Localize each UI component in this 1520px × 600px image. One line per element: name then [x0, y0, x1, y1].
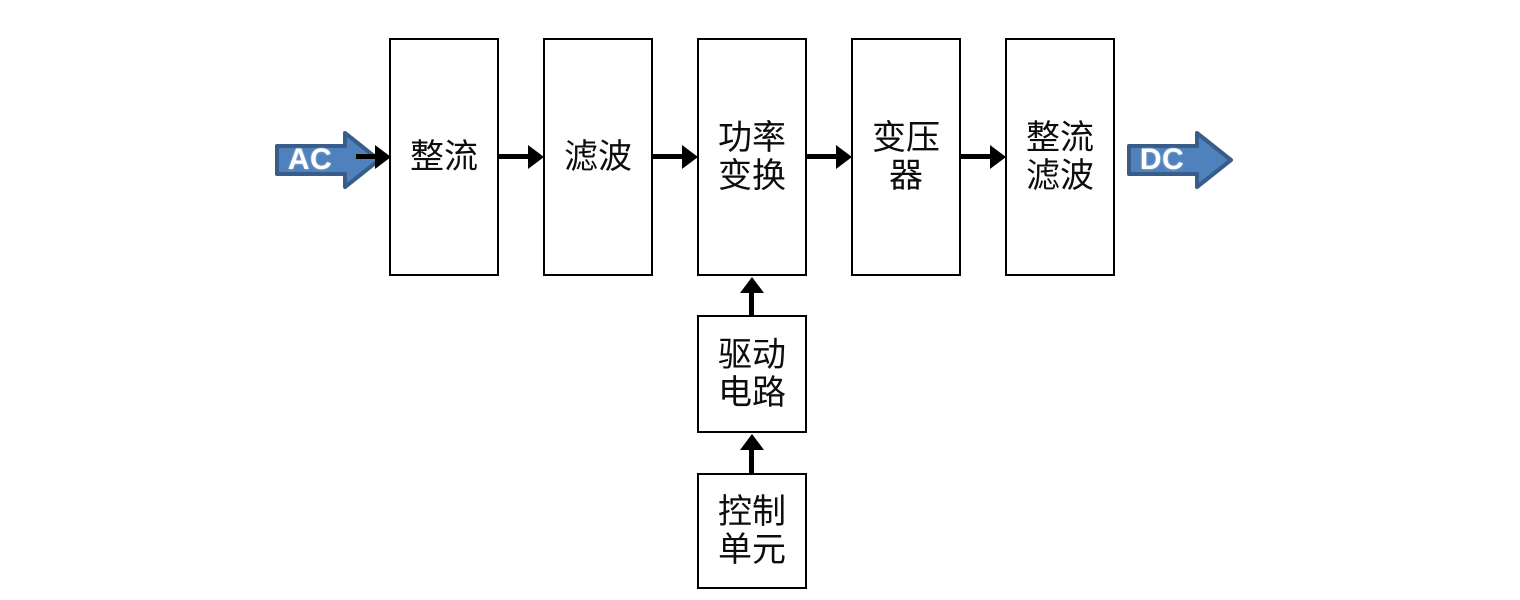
block-rectifier[interactable]: 整流	[389, 38, 499, 276]
block-transformer-label: 变压 器	[872, 117, 940, 196]
connector-shaft	[961, 154, 992, 159]
block-filter-label: 滤波	[564, 136, 632, 177]
connector-control-to-drive	[740, 434, 764, 473]
block-output-rectifier-filter-label: 整流 滤波	[1026, 117, 1094, 196]
connector-shaft	[653, 154, 684, 159]
connector-arrowhead	[990, 145, 1006, 169]
connector-shaft	[749, 448, 754, 473]
block-control-unit[interactable]: 控制 单元	[697, 473, 807, 589]
block-output-rectifier-filter[interactable]: 整流 滤波	[1005, 38, 1115, 276]
connector-shaft	[749, 291, 754, 316]
block-drive-circuit-label: 驱动 电路	[718, 334, 786, 413]
connector-arrowhead	[682, 145, 698, 169]
block-drive-circuit[interactable]: 驱动 电路	[697, 315, 807, 433]
ac-input-arrow-label: AC	[287, 143, 333, 176]
connector-arrowhead	[740, 434, 764, 450]
connector-arrowhead	[740, 277, 764, 293]
connector-transformer-to-output	[961, 145, 1006, 169]
block-power-conversion[interactable]: 功率 变换	[697, 38, 807, 276]
block-control-unit-label: 控制 单元	[718, 491, 786, 570]
connector-shaft	[499, 154, 530, 159]
connector-rectifier-to-filter	[499, 145, 544, 169]
connector-filter-to-power	[653, 145, 698, 169]
dc-output-arrow-label-wrap: DC	[1127, 130, 1197, 190]
block-power-conversion-label: 功率 变换	[718, 117, 786, 196]
block-filter[interactable]: 滤波	[543, 38, 653, 276]
dc-output-arrow[interactable]: DC	[1127, 130, 1233, 190]
ac-input-arrow-label-wrap: AC	[275, 130, 345, 190]
block-rectifier-label: 整流	[410, 136, 478, 177]
dc-output-arrow-label: DC	[1139, 143, 1185, 176]
connector-drive-to-power	[740, 277, 764, 316]
ac-input-arrow[interactable]: AC	[275, 130, 381, 190]
connector-shaft	[807, 154, 838, 159]
connector-power-to-transformer	[807, 145, 852, 169]
connector-arrowhead	[528, 145, 544, 169]
block-transformer[interactable]: 变压 器	[851, 38, 961, 276]
connector-arrowhead	[836, 145, 852, 169]
